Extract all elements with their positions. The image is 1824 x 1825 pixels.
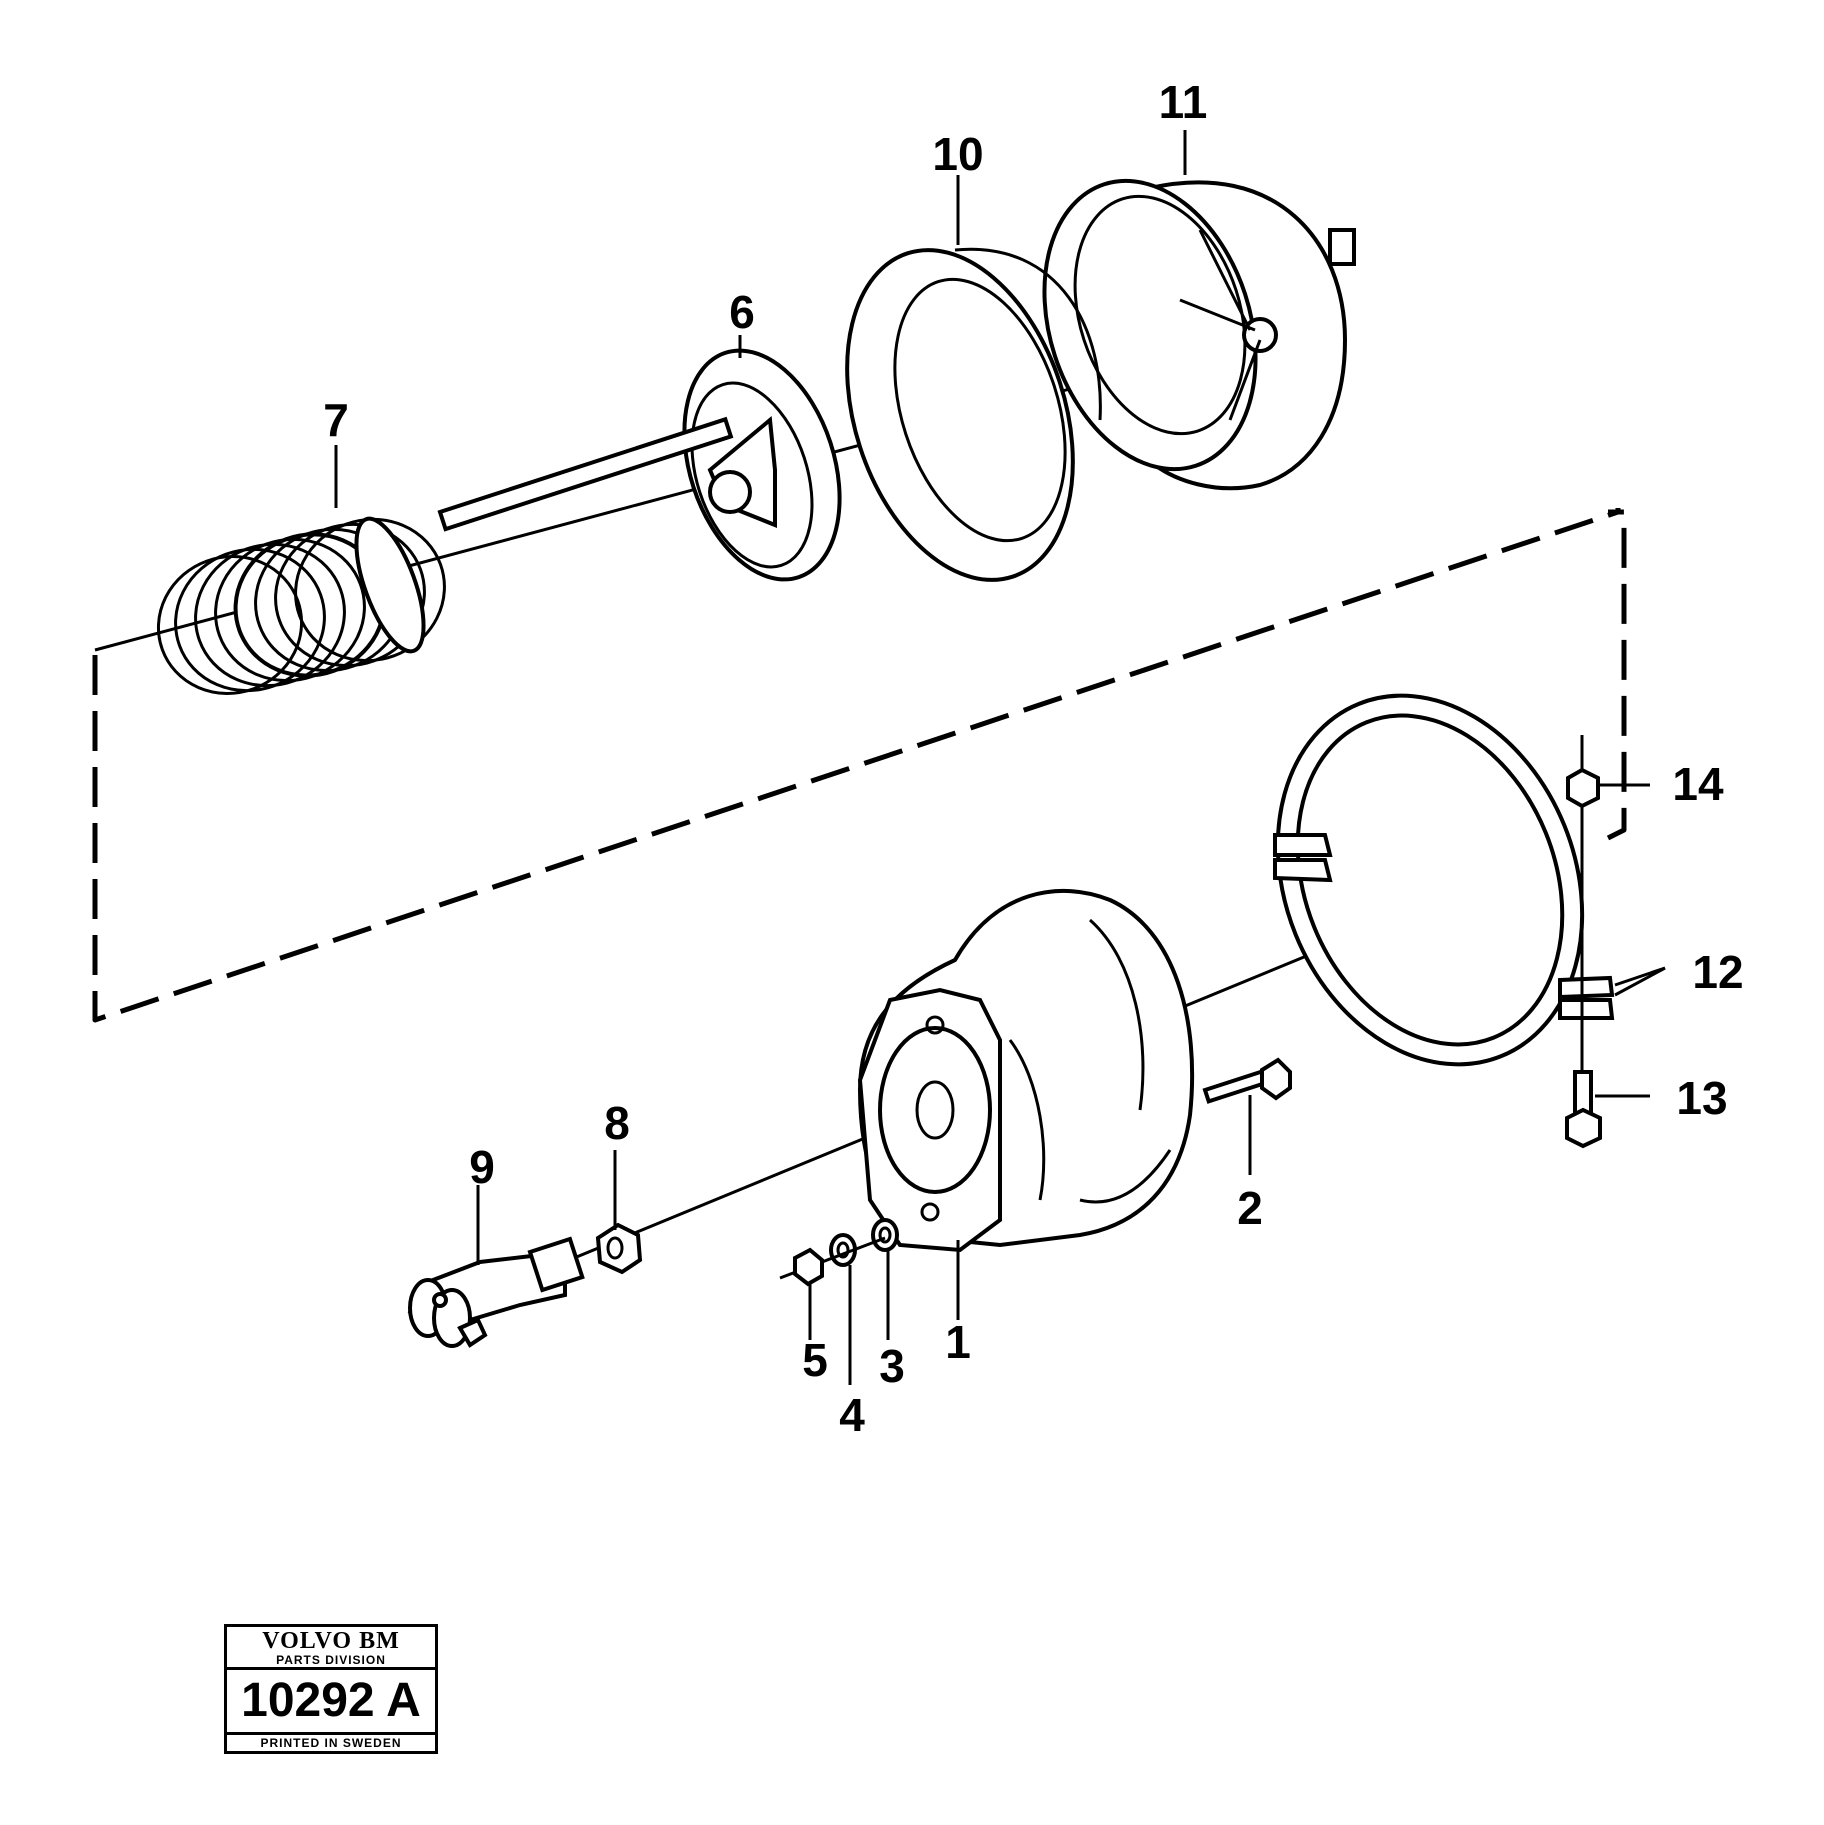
callout-13: 13 xyxy=(1676,1072,1728,1124)
chamber-housing-part-1 xyxy=(857,888,1195,1253)
nut-part-5 xyxy=(779,1236,886,1287)
clevis-part-9 xyxy=(407,1236,585,1348)
callout-14: 14 xyxy=(1672,758,1724,810)
lock-nut-part-8 xyxy=(595,1222,643,1275)
washer-part-3 xyxy=(871,1218,899,1252)
callout-11: 11 xyxy=(1158,76,1208,128)
callout-5: 5 xyxy=(802,1334,828,1386)
piston-plate-part-6 xyxy=(437,348,842,582)
callout-7: 7 xyxy=(323,394,349,446)
callout-8: 8 xyxy=(604,1097,630,1149)
assembly-dashed-line-right xyxy=(1606,509,1627,841)
clamp-ring-part-12 xyxy=(1273,693,1615,1067)
stamp-brand: VOLVO BM xyxy=(262,1628,400,1654)
cylinder-cover-part-11 xyxy=(1042,178,1356,491)
diaphragm-part-10 xyxy=(845,247,1102,582)
callout-9: 9 xyxy=(469,1141,495,1193)
callout-2: 2 xyxy=(1237,1182,1263,1234)
catalog-stamp: VOLVO BM PARTS DIVISION 10292 A PRINTED … xyxy=(224,1624,438,1754)
stamp-division: PARTS DIVISION xyxy=(227,1653,435,1670)
callout-4: 4 xyxy=(839,1389,865,1441)
callout-1: 1 xyxy=(945,1316,971,1368)
stamp-number: 10292 A xyxy=(227,1670,435,1735)
mounting-screw-part-2 xyxy=(1202,1057,1292,1104)
callout-3: 3 xyxy=(879,1340,905,1392)
clamp-bolt-part-13 xyxy=(1565,1070,1602,1149)
leader-12b xyxy=(1614,966,1666,997)
stamp-printed: PRINTED IN SWEDEN xyxy=(260,1736,402,1750)
callout-6: 6 xyxy=(729,286,755,338)
clamp-nut-part-14 xyxy=(1566,735,1600,1080)
callout-12: 12 xyxy=(1692,946,1744,998)
return-spring-part-7 xyxy=(156,516,446,695)
callout-10: 10 xyxy=(932,128,984,180)
